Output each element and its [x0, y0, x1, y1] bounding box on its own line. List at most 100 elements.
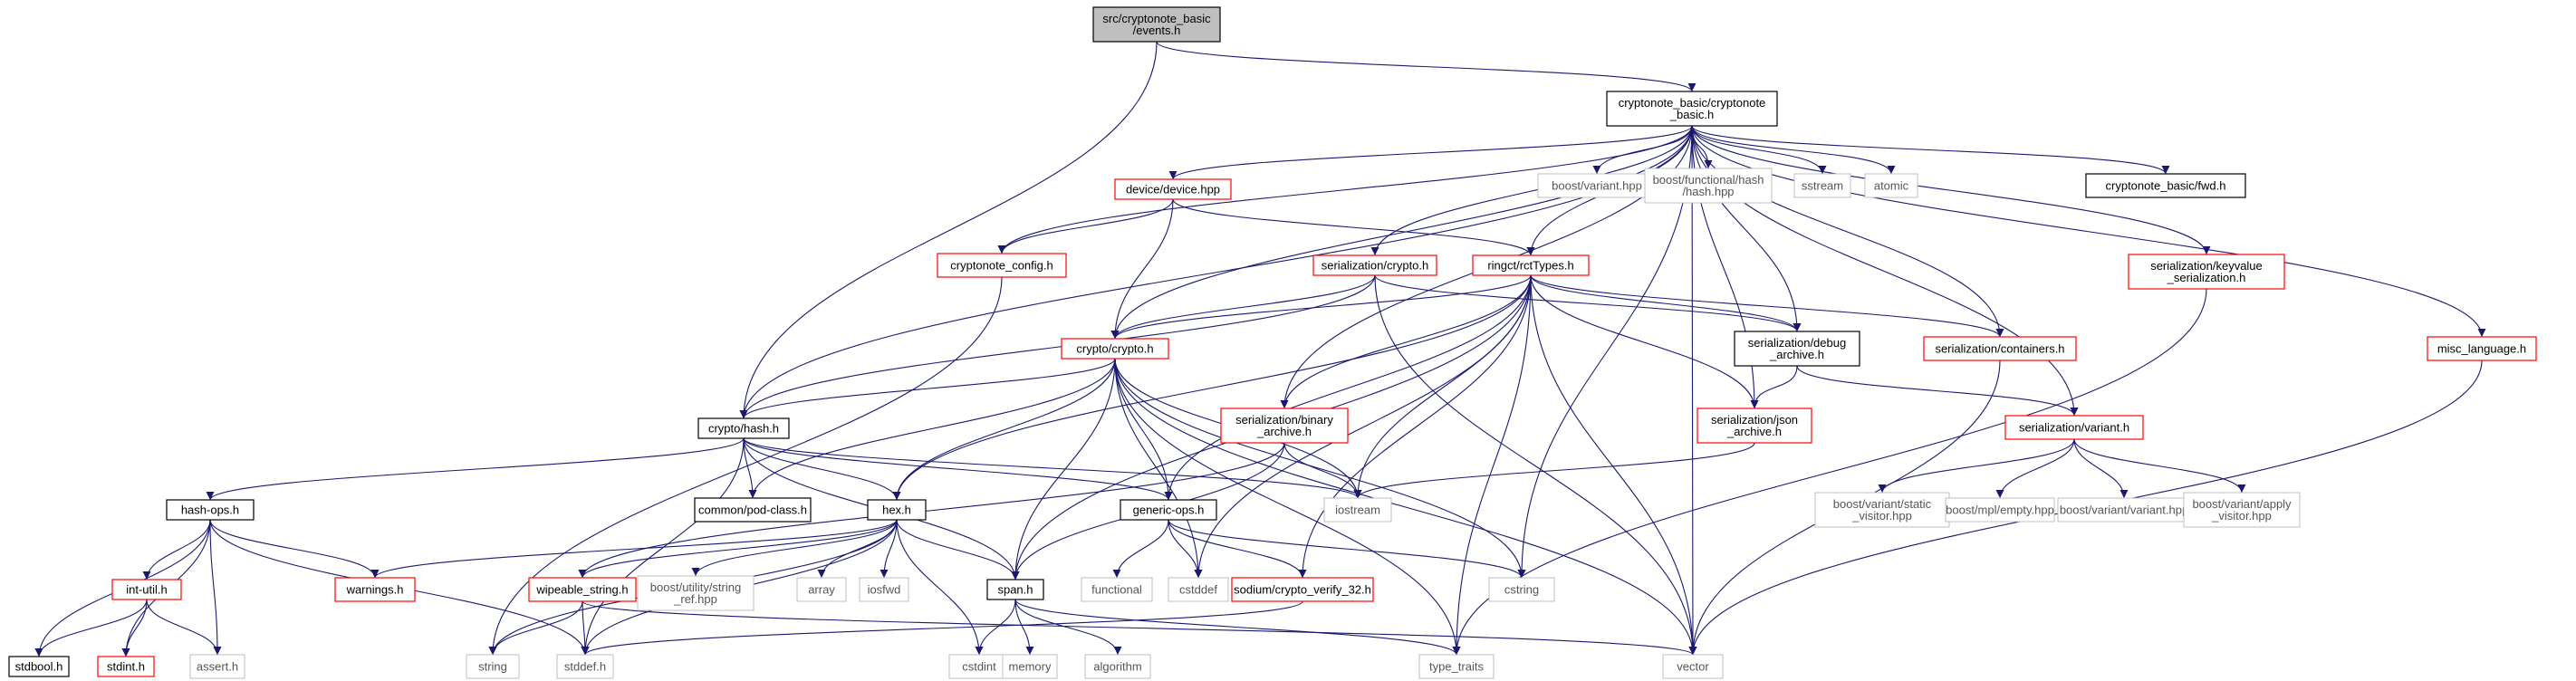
node-ser_crypto[interactable]: serialization/crypto.h [1312, 254, 1437, 276]
node-ser_json[interactable]: serialization/json_archive.h [1697, 408, 1812, 444]
node-span[interactable]: span.h [986, 579, 1044, 600]
node-hashops[interactable]: hash-ops.h [166, 499, 255, 521]
include-edge-ser_debug-to-ser_json [1750, 365, 1798, 409]
node-label: boost/variant/variant.hpp [2060, 504, 2188, 517]
node-cn_basic[interactable]: cryptonote_basic/cryptonote_basic.h [1606, 91, 1778, 127]
node-label: boost/variant.hpp [1552, 179, 1642, 193]
include-edge-hex-to-span [896, 519, 1020, 580]
node-warnings[interactable]: warnings.h [334, 577, 416, 602]
include-edge-hash-to-hex [743, 437, 901, 501]
node-iostream: iostream [1323, 497, 1392, 523]
node-assert: assert.h [189, 654, 245, 679]
node-cn_fwd[interactable]: cryptonote_basic/fwd.h [2085, 173, 2246, 198]
node-intutil[interactable]: int-util.h [111, 579, 182, 600]
node-label: device/device.hpp [1126, 183, 1220, 197]
node-label: sstream [1802, 179, 1843, 193]
node-box [8, 656, 70, 677]
node-box [97, 656, 155, 677]
include-edge-cn_basic-to-cn_fwd [1691, 125, 2170, 175]
include-edge-cn_basic-to-device [1168, 125, 1693, 180]
include-edge-rct-to-ser_json [1530, 274, 1759, 409]
node-label: common/pod-class.h [698, 504, 807, 517]
node-box [1418, 654, 1495, 679]
include-edge-hash-to-iostream [743, 437, 1362, 499]
node-box [1114, 178, 1232, 200]
node-ser_debug[interactable]: serialization/debug_archive.h [1734, 331, 1860, 367]
node-box [1945, 497, 2055, 523]
node-box [867, 499, 927, 521]
node-rct[interactable]: ringct/rctTypes.h [1472, 254, 1590, 276]
node-bmpl_empty: boost/mpl/empty.hpp [1945, 497, 2055, 523]
include-edge-crypto-to-cstring [1114, 358, 1526, 579]
node-label: misc_language.h [2437, 342, 2526, 356]
node-label: _serialization.h [2167, 271, 2246, 284]
node-box [637, 575, 755, 611]
node-label: generic-ops.h [1133, 504, 1205, 517]
node-events[interactable]: src/cryptonote_basic/events.h [1092, 6, 1221, 43]
include-edge-generic-to-cstring [1168, 519, 1526, 579]
node-box [166, 499, 255, 521]
include-edge-span-to-cstdint [975, 599, 1016, 656]
node-label: array [808, 583, 835, 597]
node-box [796, 577, 847, 602]
node-label: wipeable_string.h [535, 583, 628, 597]
include-edge-hash-to-generic [743, 437, 1173, 501]
node-box [1231, 577, 1374, 602]
node-box [1084, 654, 1151, 679]
node-box [1002, 654, 1058, 679]
node-box [1092, 6, 1221, 43]
node-misc_lang[interactable]: misc_language.h [2427, 336, 2537, 361]
node-cn_config[interactable]: cryptonote_config.h [937, 253, 1067, 278]
include-edge-device-to-rct [1172, 198, 1535, 256]
node-label: hash-ops.h [181, 504, 239, 517]
node-wipeable[interactable]: wipeable_string.h [528, 577, 637, 602]
include-edge-rct-to-type_traits [1452, 274, 1532, 656]
include-edge-hash-to-hashops [206, 437, 745, 501]
node-ser_binary[interactable]: serialization/binary_archive.h [1220, 408, 1349, 444]
include-edge-span-to-memory [1014, 599, 1034, 656]
include-edge-generic-to-sodium [1168, 519, 1307, 579]
node-sodium[interactable]: sodium/crypto_verify_32.h [1231, 577, 1374, 602]
node-label: serialization/debug [1748, 336, 1846, 350]
node-box [859, 577, 909, 602]
node-label: assert.h [197, 660, 238, 674]
node-box [1472, 254, 1590, 276]
include-edge-crypto-to-hex [892, 358, 1116, 501]
node-iosfwd: iosfwd [859, 577, 909, 602]
include-edge-generic-to-cstddef [1168, 519, 1203, 579]
include-edge-hex-to-warnings [370, 519, 898, 579]
node-box [189, 654, 245, 679]
node-type_traits: type_traits [1418, 654, 1495, 679]
include-edge-rct-to-vector [1530, 274, 1697, 656]
include-edge-ser_json-to-iostream [1353, 442, 1755, 499]
node-device[interactable]: device/device.hpp [1114, 178, 1232, 200]
node-hash[interactable]: crypto/hash.h [697, 417, 790, 439]
node-crypto[interactable]: crypto/crypto.h [1061, 338, 1169, 360]
node-box [2183, 492, 2301, 528]
node-label: hex.h [882, 504, 911, 517]
node-label: type_traits [1429, 660, 1484, 674]
node-ser_kv[interactable]: serialization/keyvalue_serialization.h [2128, 254, 2285, 290]
node-stdint[interactable]: stdint.h [97, 656, 155, 677]
node-box [1537, 173, 1657, 198]
node-pod[interactable]: common/pod-class.h [694, 497, 812, 523]
node-atomic: atomic [1864, 173, 1918, 198]
node-boost_variant: boost/variant.hpp [1537, 173, 1657, 198]
include-edge-ser_crypto-to-vector [1374, 274, 1697, 656]
node-ser_cont[interactable]: serialization/containers.h [1923, 336, 2077, 361]
node-bv_static: boost/variant/static_visitor.hpp [1814, 492, 1950, 528]
include-edge-rct-to-sodium [1298, 274, 1532, 579]
include-edge-crypto-to-cstddef [1114, 358, 1203, 579]
node-box [1793, 173, 1851, 198]
node-label: stddef.h [564, 660, 606, 674]
include-edge-hashops-to-warnings [209, 519, 380, 579]
include-edge-device-to-cn_config [997, 198, 1174, 254]
node-stdbool[interactable]: stdbool.h [8, 656, 70, 677]
node-box [1120, 499, 1217, 521]
include-edge-intutil-to-stdbool [34, 599, 148, 657]
node-hex[interactable]: hex.h [867, 499, 927, 521]
node-generic[interactable]: generic-ops.h [1120, 499, 1217, 521]
node-ser_variant[interactable]: serialization/variant.h [2004, 415, 2144, 440]
node-box [528, 577, 637, 602]
